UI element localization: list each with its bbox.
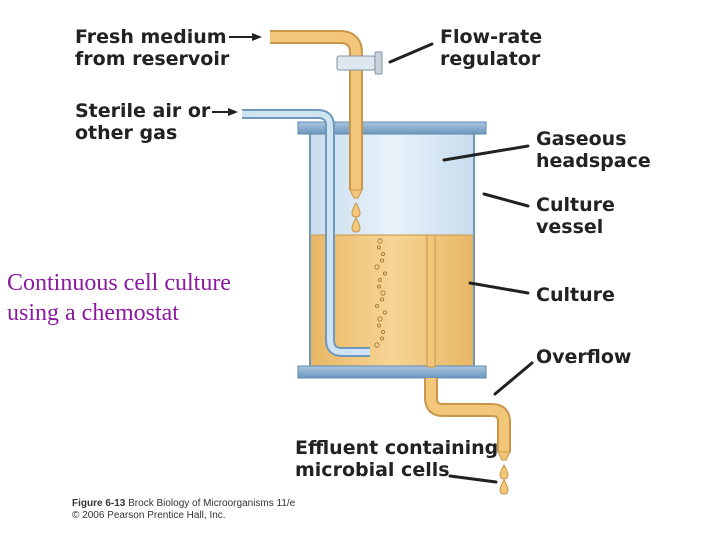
slide-title: Continuous cell culture using a chemosta… — [7, 268, 231, 328]
effluent-tube — [424, 378, 511, 495]
air-bubble — [377, 238, 383, 244]
fresh-medium-arrowhead — [252, 33, 262, 41]
effluent-label: Effluent containing microbial cells — [295, 437, 498, 481]
leader-lines — [388, 42, 534, 484]
vessel-leader — [482, 192, 530, 208]
air-bubble — [376, 284, 382, 289]
culture-label-line1: Culture — [536, 284, 615, 306]
fresh-medium-label: Fresh medium from reservoir — [75, 26, 229, 70]
figure-caption-line1: Figure 6-13 Brock Biology of Microorgani… — [72, 498, 295, 510]
gaseous-headspace-label: Gaseous headspace — [536, 128, 651, 172]
fresh-medium-label-line2: from reservoir — [75, 48, 230, 70]
copyright-text: © 2006 Pearson Prentice Hall, Inc. — [72, 510, 226, 521]
sterile-air-label: Sterile air or other gas — [75, 100, 210, 144]
air-bubble — [380, 329, 386, 335]
air-bubble — [374, 264, 380, 270]
culture-leader — [468, 281, 530, 295]
overflow-tube — [426, 234, 436, 368]
air-bubble — [382, 310, 388, 315]
gaseous-label-line1: Gaseous — [536, 128, 627, 150]
effluent-label-line2: microbial cells — [295, 459, 450, 481]
air-bubble — [379, 258, 385, 263]
vessel-base — [297, 365, 487, 379]
sterile-air-label-line1: Sterile air or — [75, 100, 211, 122]
overflow-label: Overflow — [536, 346, 631, 368]
air-bubble — [376, 323, 382, 328]
flow-rate-regulator — [336, 51, 383, 75]
flow-rate-leader — [388, 42, 434, 64]
slide-title-line1: Continuous cell culture — [7, 270, 231, 296]
air-bubble — [380, 251, 386, 257]
fresh-medium-label-line1: Fresh medium — [75, 26, 227, 48]
air-bubble — [379, 336, 385, 341]
culture-vessel — [297, 121, 487, 379]
figure-number: Figure 6-13 — [72, 498, 126, 509]
feed-tube-fill — [270, 32, 361, 190]
air-bubble — [377, 316, 383, 322]
air-bubble — [382, 271, 388, 276]
air-bubble — [380, 290, 386, 296]
air-bubbles — [374, 238, 388, 348]
effluent-leader — [448, 474, 498, 484]
flow-rate-label-line2: regulator — [440, 48, 541, 70]
gaseous-leader — [442, 144, 530, 162]
sterile-air-label-line2: other gas — [75, 122, 178, 144]
sterile-air-arrowhead — [228, 108, 238, 116]
vessel-label-line2: vessel — [536, 216, 604, 238]
flow-rate-label: Flow-rate regulator — [440, 26, 542, 70]
air-tube — [242, 109, 370, 357]
effluent-tube-tip — [497, 451, 511, 461]
effluent-drop-1 — [499, 463, 509, 480]
culture-label: Culture — [536, 284, 615, 306]
drop-2 — [351, 216, 361, 233]
culture-liquid — [311, 235, 473, 367]
overflow-tube-inner — [426, 234, 436, 368]
vessel-lid — [297, 121, 487, 135]
book-title: Brock Biology of Microorganisms 11/e — [128, 498, 296, 509]
gaseous-label-line2: headspace — [536, 150, 651, 172]
air-tube-fill — [242, 111, 370, 355]
slide-title-line2: using a chemostat — [7, 300, 179, 326]
overflow-label-line1: Overflow — [536, 346, 632, 368]
feed-tube — [270, 30, 363, 233]
feed-tube-tip — [349, 189, 363, 199]
effluent-label-line1: Effluent containing — [295, 437, 499, 459]
air-bubble — [374, 342, 380, 348]
air-bubble — [374, 303, 380, 309]
regulator-knob — [374, 51, 383, 75]
overflow-leader — [493, 361, 534, 396]
air-bubble — [376, 245, 382, 250]
air-bubble — [379, 297, 385, 302]
figure-caption: Figure 6-13 Brock Biology of Microorgani… — [72, 498, 295, 522]
air-bubble — [377, 277, 383, 283]
vessel-label-line1: Culture — [536, 194, 615, 216]
culture-vessel-label: Culture vessel — [536, 194, 615, 238]
effluent-tube-fill — [426, 378, 509, 452]
effluent-drop-2 — [499, 478, 509, 495]
label-arrows — [212, 33, 262, 116]
flow-rate-label-line1: Flow-rate — [440, 26, 543, 48]
regulator-body — [336, 55, 376, 71]
